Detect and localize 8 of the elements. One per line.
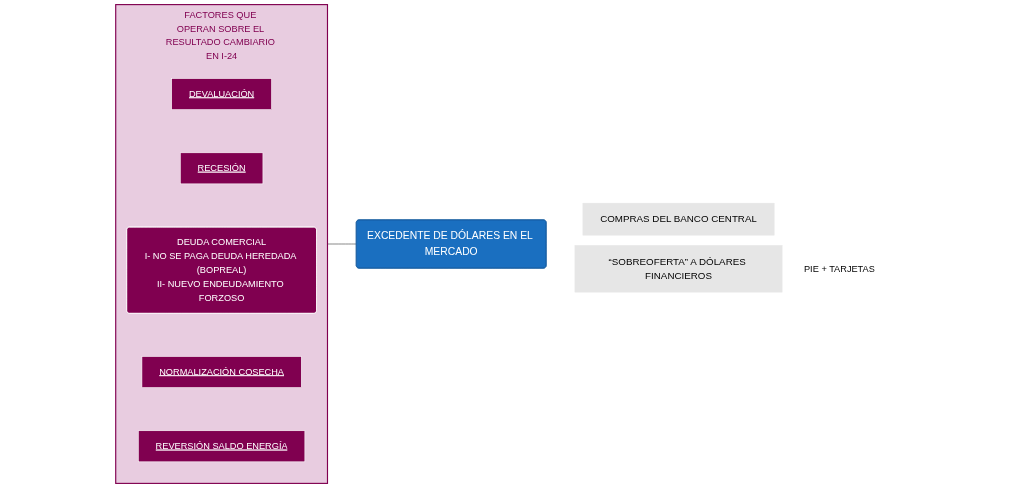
node-box: RECESIÓN [180,152,264,185]
node-box: REVERSIÓN SALDO ENERGÍA [138,430,306,463]
node-box: COMPRAS DEL BANCO CENTRAL [582,202,775,236]
node-label: PIE + TARJETAS [803,263,875,274]
node-box: NORMALIZACIÓN COSECHA [141,356,302,388]
node-box: “SOBREOFERTA” A DÓLARES FINANCIEROS [574,245,783,293]
node-box: DEVALUACIÓN [171,78,272,110]
connector [327,243,357,245]
